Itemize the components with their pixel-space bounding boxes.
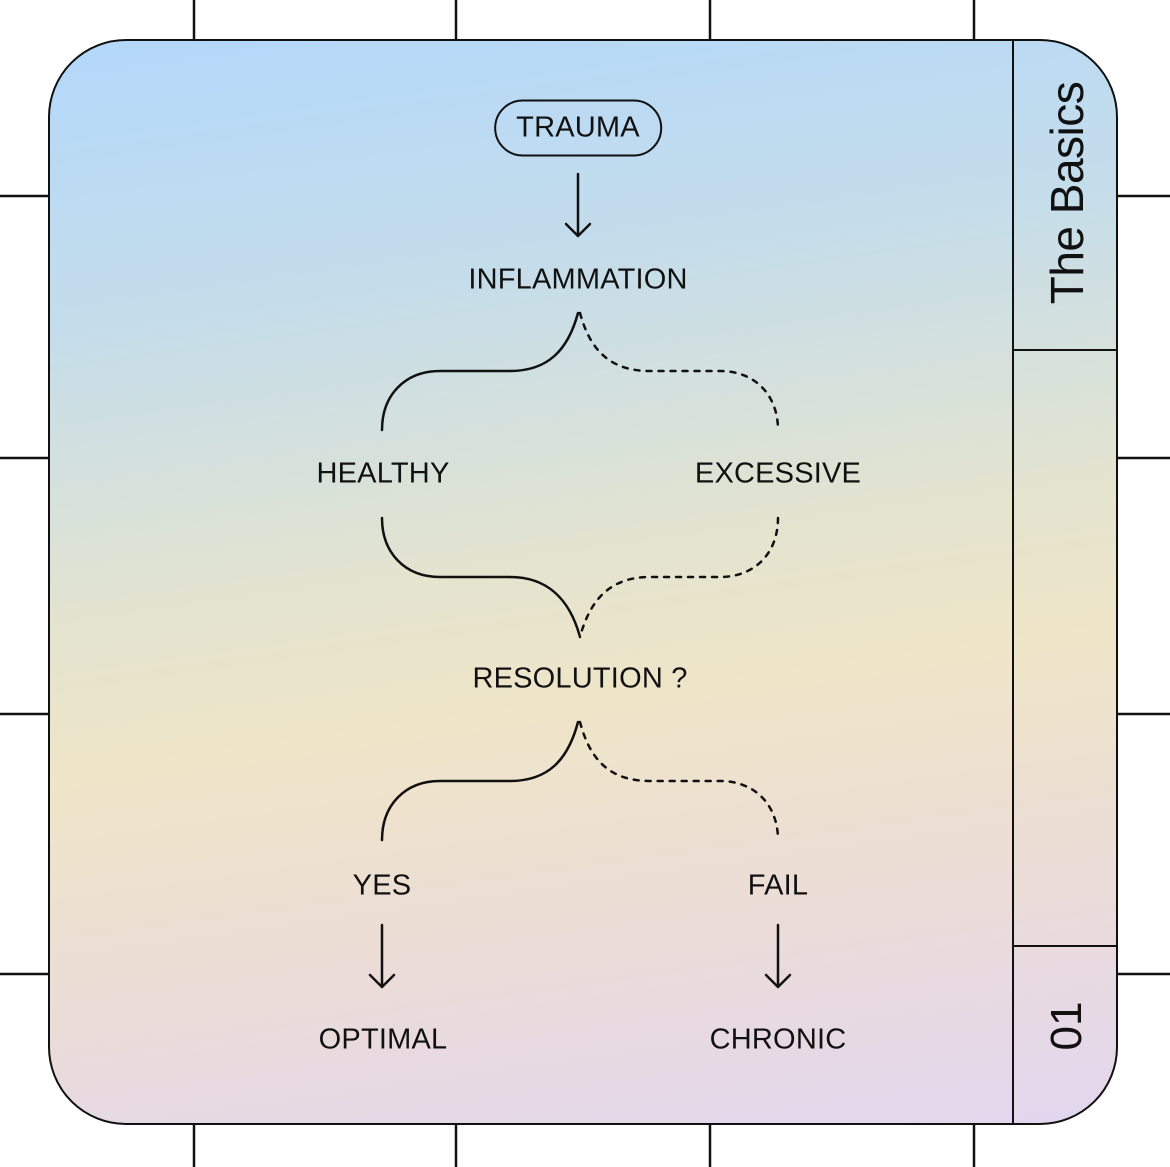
node-excessive: EXCESSIVE: [694, 457, 862, 490]
branch-inflammation-excessive: [578, 311, 780, 432]
arrow-yes-optimal: [368, 923, 396, 989]
tab-divider-top: [1014, 349, 1116, 351]
card-tab-strip: The Basics 01: [1012, 41, 1116, 1123]
merge-excessive-resolution: [578, 516, 780, 639]
card: The Basics 01: [48, 39, 1118, 1125]
arrow-trauma-inflammation: [564, 172, 592, 238]
node-healthy: HEALTHY: [316, 457, 450, 490]
branch-resolution-yes: [380, 720, 580, 842]
node-chronic: CHRONIC: [709, 1023, 847, 1056]
tab-divider-bottom: [1014, 945, 1116, 947]
branch-inflammation-healthy: [380, 311, 580, 432]
node-fail: FAIL: [747, 869, 809, 902]
node-optimal: OPTIMAL: [318, 1023, 448, 1056]
node-yes: YES: [352, 869, 412, 902]
node-trauma: TRAUMA: [494, 99, 662, 157]
node-inflammation: INFLAMMATION: [468, 263, 688, 296]
branch-resolution-fail: [578, 720, 780, 842]
merge-healthy-resolution: [380, 516, 582, 639]
arrow-fail-chronic: [764, 923, 792, 989]
node-resolution: RESOLUTION ?: [472, 662, 688, 695]
